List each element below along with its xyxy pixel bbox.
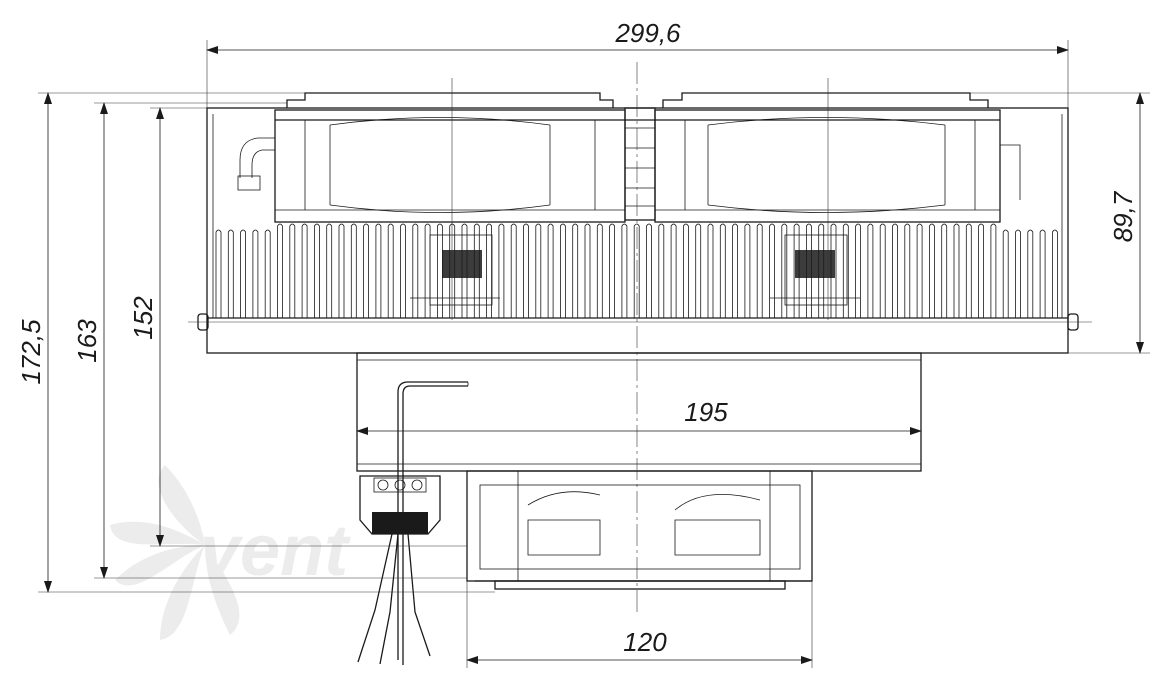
- heatsink-fin: [363, 223, 369, 318]
- heatsink-fin: [301, 223, 308, 318]
- heatsink-fin: [1027, 229, 1034, 318]
- middle-body: [356, 352, 922, 472]
- fan-block-left: [274, 109, 626, 223]
- heatsink-fin: [855, 223, 861, 318]
- heatsink-fin: [1039, 229, 1046, 318]
- heatsink-fin: [264, 229, 271, 318]
- heatsink-fin: [990, 223, 997, 318]
- heatsink-fin: [744, 223, 751, 318]
- heatsink-fin: [916, 223, 923, 318]
- dim-label-top-height: 89,7: [1108, 190, 1138, 242]
- heatsink-fin: [350, 223, 357, 318]
- dim-height-163: 163: [72, 102, 467, 579]
- dim-label-overall-width: 299,6: [614, 18, 681, 48]
- dim-top-height: 89,7: [970, 92, 1150, 354]
- watermark-logo: vent: [110, 465, 351, 640]
- heatsink-fin: [560, 223, 566, 318]
- motor-right: [770, 234, 860, 306]
- heatsink-fin: [1052, 229, 1058, 318]
- heatsink-fin: [621, 223, 628, 318]
- heatsink-fin: [535, 223, 542, 318]
- heatsink-fin: [633, 223, 640, 318]
- heatsink-fin: [584, 223, 591, 318]
- heatsink-fin: [412, 223, 419, 318]
- heatsink-fin: [953, 223, 960, 318]
- heatsink-fin: [252, 229, 259, 318]
- heatsink-fin: [719, 223, 726, 318]
- heatsink-fin: [609, 223, 615, 318]
- heatsink-fin: [830, 223, 837, 318]
- heatsink-fin: [818, 223, 825, 318]
- heatsink-fin: [547, 223, 554, 318]
- heatsink-fin: [781, 223, 788, 318]
- heatsink-fin: [867, 223, 874, 318]
- heatsink-fin: [707, 223, 714, 318]
- heatsink-fin: [227, 229, 234, 318]
- heatsink-fin: [375, 223, 382, 318]
- heatsink-fin: [941, 223, 948, 318]
- cable-gland: [359, 475, 441, 535]
- heatsink-fin: [523, 223, 529, 318]
- heatsink-fin: [215, 229, 222, 318]
- heatsink-fin: [510, 223, 517, 318]
- heatsink-fin: [965, 223, 972, 318]
- dim-label-fan-width: 120: [623, 627, 667, 657]
- heatsink-fin: [658, 223, 665, 318]
- cable-wires: [357, 381, 469, 665]
- dim-label-height-163: 163: [72, 319, 102, 363]
- dim-label-total-height: 172,5: [16, 319, 46, 385]
- heatsink-fin: [596, 223, 603, 318]
- heatsink-fin: [670, 223, 677, 318]
- dim-total-height: 172,5: [16, 92, 495, 593]
- top-housing: [197, 92, 1079, 354]
- heatsink-fins: [215, 223, 1058, 318]
- motor-left: [410, 234, 500, 306]
- heatsink-fin: [769, 223, 775, 318]
- heatsink-fin: [326, 223, 333, 318]
- fan-block-right: [654, 109, 1001, 223]
- heatsink-fin: [437, 223, 443, 318]
- dim-label-inner-width: 195: [684, 397, 728, 427]
- heatsink-fin: [338, 223, 345, 318]
- dim-fan-width: 120: [466, 581, 813, 668]
- center-lines: [188, 62, 1092, 615]
- heatsink-fin: [461, 223, 468, 318]
- heatsink-fin: [1002, 229, 1009, 318]
- heatsink-fin: [756, 223, 763, 318]
- dim-height-152: 152: [128, 107, 467, 547]
- heatsink-fin: [695, 223, 702, 318]
- heatsink-fin: [314, 223, 320, 318]
- dim-overall-width: 299,6: [206, 18, 1069, 108]
- heatsink-fin: [892, 223, 898, 318]
- heatsink-fin: [1015, 229, 1021, 318]
- heatsink-fin: [240, 229, 246, 318]
- heatsink-fin: [929, 223, 935, 318]
- heatsink-fin: [486, 223, 492, 318]
- heatsink-fin: [387, 223, 394, 318]
- dim-inner-width: 195: [356, 397, 922, 435]
- heatsink-fin: [498, 223, 505, 318]
- heatsink-fin: [732, 223, 738, 318]
- heatsink-fin: [904, 223, 911, 318]
- heatsink-fin: [277, 223, 283, 318]
- heatsink-fin: [806, 223, 812, 318]
- heatsink-fin: [879, 223, 886, 318]
- watermark-brand: vent: [200, 511, 351, 591]
- heatsink-fin: [978, 223, 984, 318]
- heatsink-fin: [646, 223, 652, 318]
- heatsink-fin: [793, 223, 800, 318]
- heatsink-fin: [473, 223, 480, 318]
- dim-label-height-152: 152: [128, 296, 158, 340]
- heatsink-fin: [572, 223, 579, 318]
- heatsink-fin: [424, 223, 431, 318]
- heatsink-fin: [400, 223, 406, 318]
- center-connector: [624, 107, 656, 221]
- heatsink-fin: [289, 223, 296, 318]
- bottom-fan: [466, 470, 813, 590]
- heatsink-fin: [683, 223, 689, 318]
- heatsink-fin: [842, 223, 849, 318]
